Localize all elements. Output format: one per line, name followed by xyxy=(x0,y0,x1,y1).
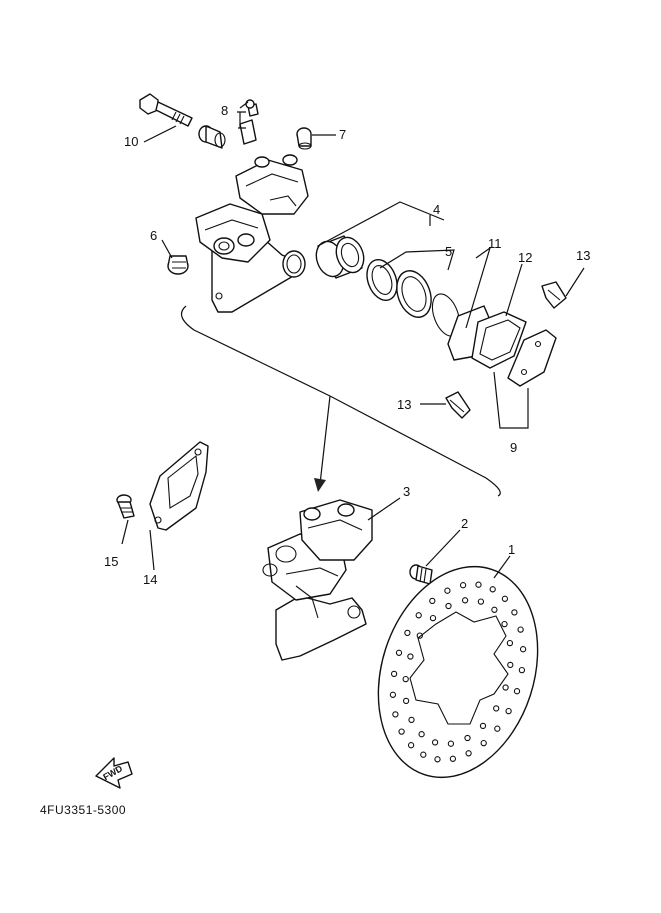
plate-bolt xyxy=(116,494,135,519)
bushing xyxy=(198,125,226,149)
callout-5: 5 xyxy=(445,244,452,259)
disc-hole xyxy=(518,666,526,674)
piston-seals xyxy=(366,258,461,337)
disc-hole xyxy=(404,629,411,637)
callout-10: 10 xyxy=(124,134,138,149)
callout-7: 7 xyxy=(339,127,346,142)
disc-hole xyxy=(480,739,487,747)
callout-15: 15 xyxy=(104,554,118,569)
disc-hole xyxy=(444,587,451,594)
disc-hole xyxy=(505,707,512,715)
disc-hole xyxy=(392,711,399,718)
disc-hole xyxy=(477,598,485,605)
disc-hole xyxy=(415,612,422,619)
callout-13-upper: 13 xyxy=(576,248,590,263)
assembly-arrow-head xyxy=(314,478,326,492)
cap-7 xyxy=(296,127,312,150)
disc-bolt xyxy=(409,564,433,585)
pad-clip-upper xyxy=(541,281,567,309)
disc-hole xyxy=(517,626,524,633)
piston xyxy=(315,235,365,279)
brake-pad xyxy=(471,311,527,369)
disc-hole xyxy=(479,722,487,730)
disc-hole xyxy=(489,586,496,593)
disc-hole xyxy=(447,740,455,747)
disc-hole xyxy=(429,614,437,622)
disc-hole xyxy=(494,725,501,732)
callout-4: 4 xyxy=(433,202,440,217)
callout-labels: 1 2 3 4 5 6 7 8 9 10 11 12 13 13 14 15 xyxy=(104,103,590,587)
disc-hole xyxy=(420,751,427,758)
disc-hole xyxy=(416,632,423,639)
disc-hole xyxy=(431,739,439,746)
caliper-exploded-assembly xyxy=(139,93,585,429)
disc-hole xyxy=(445,602,452,610)
disc-hole xyxy=(501,595,509,602)
callout-3: 3 xyxy=(403,484,410,499)
disc-hole xyxy=(465,750,472,757)
callout-11: 11 xyxy=(488,236,502,251)
fwd-arrow-icon: FWD xyxy=(95,757,133,789)
bleed-screw xyxy=(239,99,259,145)
disc-hole xyxy=(418,731,425,738)
disc-hole xyxy=(519,646,527,653)
brake-disc xyxy=(377,565,539,779)
cap-6 xyxy=(167,255,189,275)
callout-2: 2 xyxy=(461,516,468,531)
brake-pad-backing xyxy=(507,329,557,387)
assembly-arrow xyxy=(319,395,331,485)
caliper-bolt xyxy=(139,93,193,127)
disc-hole xyxy=(464,734,471,742)
disc-hole xyxy=(390,670,398,678)
callout-14: 14 xyxy=(143,572,157,587)
disc-hole xyxy=(389,691,397,698)
disc-hole xyxy=(491,606,498,613)
disc-hole xyxy=(501,620,508,628)
callout-1: 1 xyxy=(508,542,515,557)
disc-hole xyxy=(402,675,409,683)
disc-hole xyxy=(402,697,410,705)
heat-shield-plate xyxy=(149,441,209,531)
disc-hole xyxy=(395,649,403,656)
disc-hole xyxy=(408,716,415,724)
disc-hole xyxy=(461,597,469,604)
disc-hole xyxy=(475,581,482,588)
disc-hole xyxy=(511,609,518,616)
disc-hole xyxy=(429,597,436,605)
diagram-code: 4FU3351-5300 xyxy=(40,803,126,817)
disc-hole xyxy=(407,653,414,660)
callout-12: 12 xyxy=(518,250,532,265)
disc-holes xyxy=(389,581,527,763)
disc-hole xyxy=(407,742,415,749)
disc-hole xyxy=(513,688,521,695)
disc-hole xyxy=(507,661,514,669)
pad-clip-lower xyxy=(445,391,471,419)
caliper-assembly xyxy=(262,499,373,661)
callout-6: 6 xyxy=(150,228,157,243)
callout-8: 8 xyxy=(221,103,228,118)
callout-13-lower: 13 xyxy=(397,397,411,412)
disc-hole xyxy=(502,684,509,691)
disc-hole xyxy=(398,728,405,735)
callout-9: 9 xyxy=(510,440,517,455)
disc-hole xyxy=(434,756,441,763)
disc-hole xyxy=(449,755,457,762)
disc-hole xyxy=(459,582,467,589)
disc-hole xyxy=(493,705,500,712)
disc-hole xyxy=(506,639,514,647)
